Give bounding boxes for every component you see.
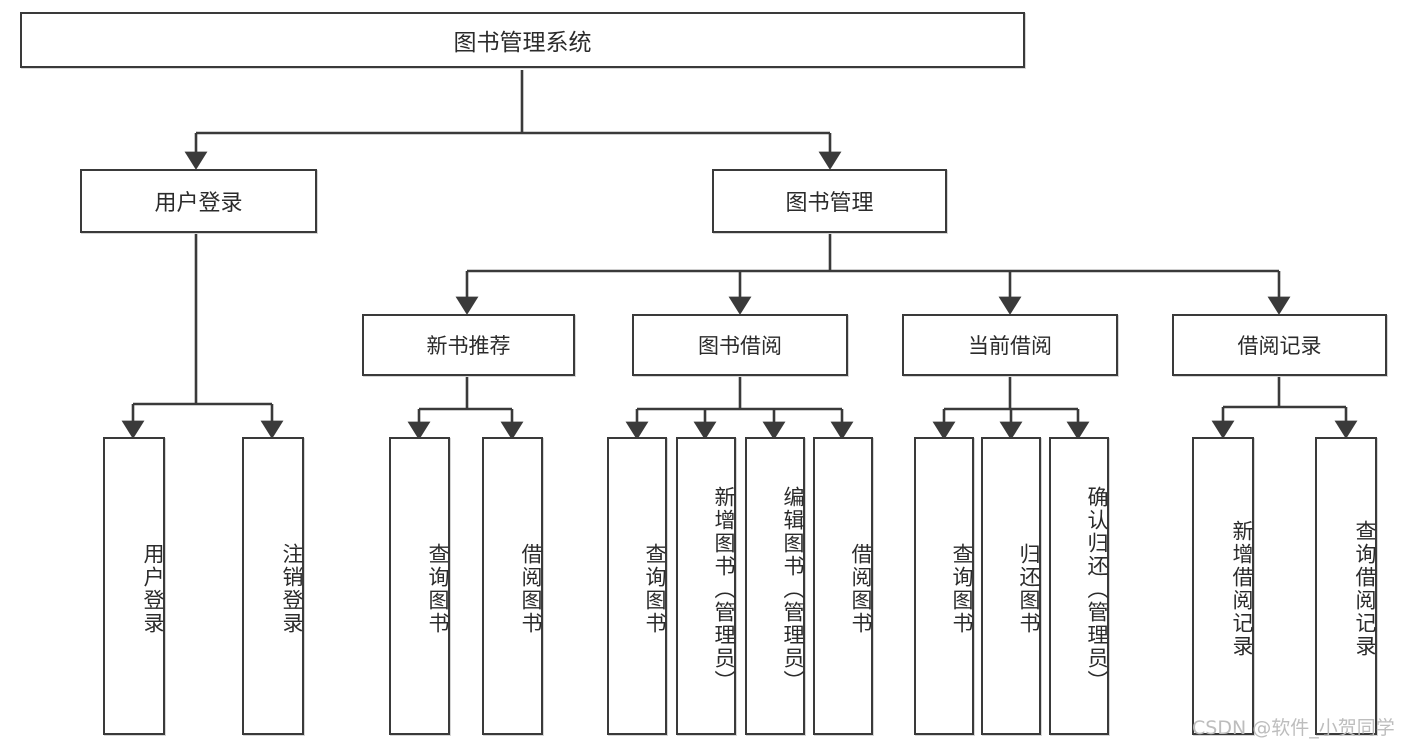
leaf-borrow-query-book[interactable]: 查询图书 <box>607 437 667 735</box>
leaf-current-query-book[interactable]: 查询图书 <box>914 437 974 735</box>
node-label: 编辑图书（管理员） <box>781 485 805 693</box>
node-book-borrow[interactable]: 图书借阅 <box>632 314 848 376</box>
node-current-borrow[interactable]: 当前借阅 <box>902 314 1118 376</box>
node-label: 图书借阅 <box>698 334 782 358</box>
node-label: 借阅记录 <box>1237 334 1322 358</box>
node-label: 查询图书 <box>950 543 974 635</box>
node-user-login[interactable]: 用户登录 <box>80 169 317 233</box>
node-label: 图书管理 <box>785 191 874 216</box>
node-label: 注销登录 <box>280 543 304 635</box>
node-label: 当前借阅 <box>968 334 1052 358</box>
node-root-system[interactable]: 图书管理系统 <box>20 12 1025 68</box>
node-label: 借阅图书 <box>519 543 543 635</box>
watermark: CSDN @软件_小贺同学 <box>1192 717 1395 739</box>
leaf-user-logout[interactable]: 注销登录 <box>242 437 304 735</box>
node-label: 新增借阅记录 <box>1230 520 1254 658</box>
leaf-borrow-borrow-book[interactable]: 借阅图书 <box>813 437 873 735</box>
leaf-borrow-edit-book-admin[interactable]: 编辑图书（管理员） <box>745 437 805 735</box>
leaf-user-login[interactable]: 用户登录 <box>103 437 165 735</box>
leaf-records-add-record[interactable]: 新增借阅记录 <box>1192 437 1254 735</box>
node-label: 用户登录 <box>141 543 165 635</box>
leaf-recommend-query-book[interactable]: 查询图书 <box>389 437 450 735</box>
leaf-current-return-book[interactable]: 归还图书 <box>981 437 1041 735</box>
node-label: 查询图书 <box>643 543 667 635</box>
node-label: 新增图书（管理员） <box>712 485 736 693</box>
node-label: 查询借阅记录 <box>1353 520 1377 658</box>
node-new-book-recommend[interactable]: 新书推荐 <box>362 314 575 376</box>
node-label: 查询图书 <box>426 543 450 635</box>
leaf-borrow-add-book-admin[interactable]: 新增图书（管理员） <box>676 437 736 735</box>
leaf-current-confirm-return-admin[interactable]: 确认归还（管理员） <box>1049 437 1109 735</box>
node-borrow-records[interactable]: 借阅记录 <box>1172 314 1387 376</box>
node-label: 新书推荐 <box>426 334 511 358</box>
leaf-records-query-record[interactable]: 查询借阅记录 <box>1315 437 1377 735</box>
leaf-recommend-borrow-book[interactable]: 借阅图书 <box>482 437 543 735</box>
node-label: 用户登录 <box>154 191 243 216</box>
node-label: 确认归还（管理员） <box>1085 485 1109 693</box>
node-label: 归还图书 <box>1017 543 1041 635</box>
node-label: 借阅图书 <box>849 543 873 635</box>
node-label: 图书管理系统 <box>453 30 592 56</box>
node-book-management[interactable]: 图书管理 <box>712 169 947 233</box>
